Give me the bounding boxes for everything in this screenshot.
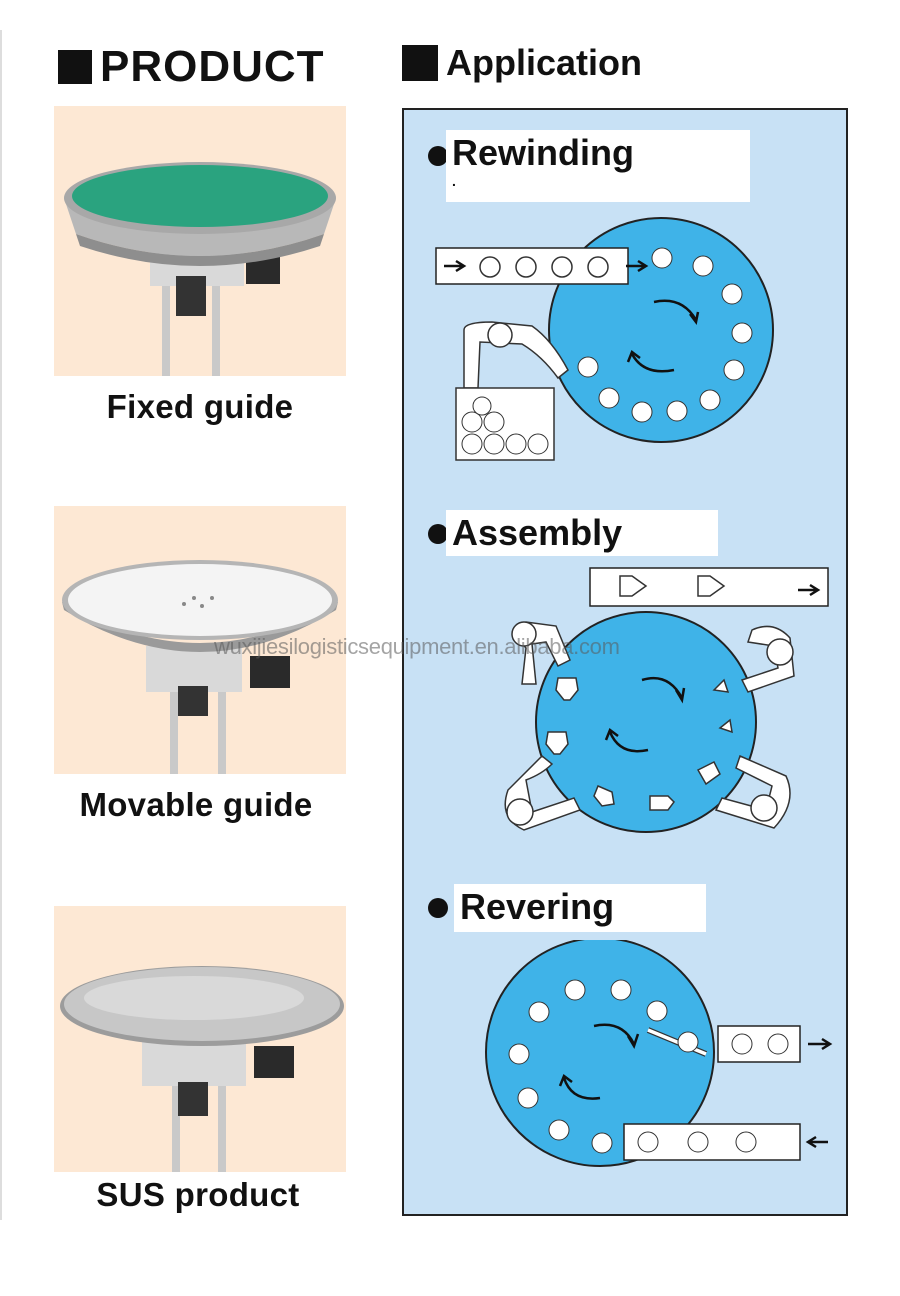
product-image-fixed-guide xyxy=(54,106,346,376)
product-heading-text: PRODUCT xyxy=(100,42,325,91)
application-heading-text: Application xyxy=(446,42,642,83)
revering-diagram xyxy=(485,940,833,1167)
revering-title-text: Revering xyxy=(460,886,615,927)
square-bullet-icon xyxy=(58,50,92,84)
rewinding-bullet-icon xyxy=(428,146,448,166)
application-heading: Application xyxy=(402,42,642,84)
rewinding-title-text: Rewinding xyxy=(452,132,634,173)
assembly-title-text: Assembly xyxy=(452,512,623,553)
product-label-fixed-guide: Fixed guide xyxy=(106,388,294,425)
sus-table-icon xyxy=(60,966,344,1172)
revering-bullet-icon xyxy=(428,898,448,918)
app-title-rewinding: Rewinding . xyxy=(446,130,750,202)
product-label-sus-product: SUS product xyxy=(96,1176,300,1213)
product-image-sus-product xyxy=(54,906,346,1172)
assembly-diagram xyxy=(504,567,829,833)
product-label-movable-guide: Movable guide xyxy=(79,786,313,823)
rewinding-diagram xyxy=(435,217,774,461)
fixed-guide-table-icon xyxy=(64,162,336,376)
movable-guide-table-icon xyxy=(62,560,338,774)
left-edge-rule xyxy=(0,30,2,1220)
product-image-movable-guide xyxy=(54,506,346,774)
app-title-assembly: Assembly xyxy=(446,510,718,556)
app-title-revering: Revering xyxy=(454,884,706,932)
square-bullet-icon xyxy=(402,45,438,81)
watermark-text: wuxijiesilogisticsequipment.en.alibaba.c… xyxy=(214,634,620,659)
assembly-bullet-icon xyxy=(428,524,448,544)
rewinding-extra-text: . xyxy=(452,173,456,189)
product-heading: PRODUCT xyxy=(58,42,325,92)
